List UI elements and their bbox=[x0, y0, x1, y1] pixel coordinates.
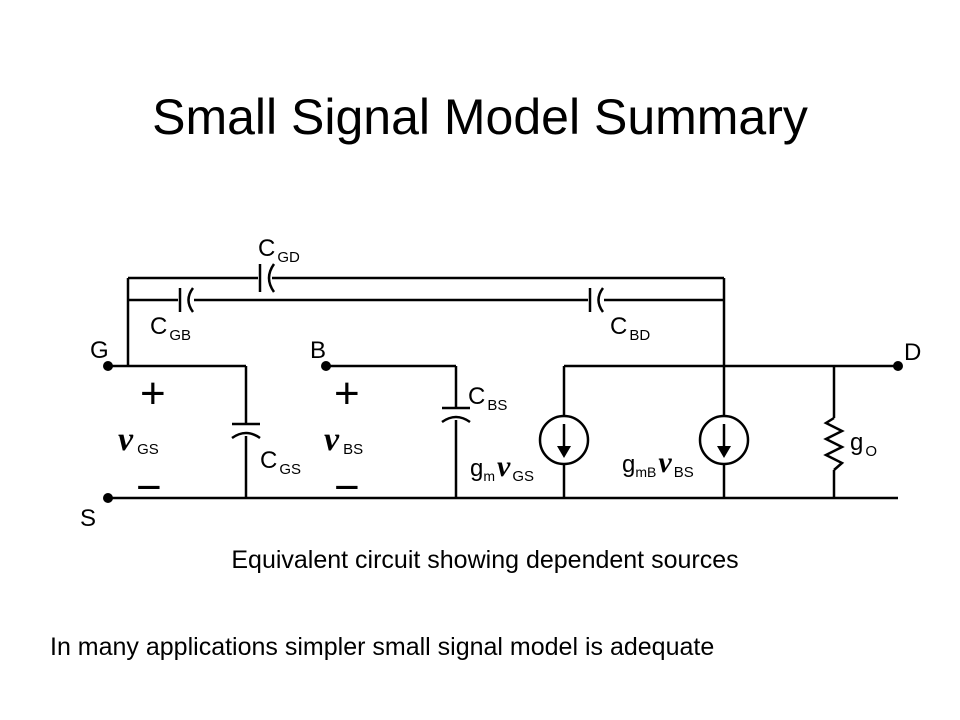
diagram-caption: Equivalent circuit showing dependent sou… bbox=[231, 546, 739, 574]
source-node-dot bbox=[103, 493, 113, 503]
bulk-node-dot bbox=[321, 361, 331, 371]
vgs-minus-sign: − bbox=[136, 463, 162, 512]
go-resistor-icon bbox=[823, 416, 845, 471]
gate-node-dot bbox=[103, 361, 113, 371]
slide-note: In many applications simpler small signa… bbox=[50, 633, 715, 661]
gate-node-label: G bbox=[90, 337, 109, 364]
drain-node-dot bbox=[893, 361, 903, 371]
gmb-current-source-icon bbox=[698, 414, 750, 466]
cgs-capacitor bbox=[231, 422, 261, 440]
drain-node-label: D bbox=[904, 339, 921, 366]
cgd-capacitor bbox=[258, 263, 276, 293]
bulk-node-label: B bbox=[310, 337, 326, 364]
vbs-plus-sign: + bbox=[334, 369, 360, 418]
gm-current-source-icon bbox=[538, 414, 590, 466]
vgs-plus-sign: + bbox=[140, 369, 166, 418]
vbs-minus-sign: − bbox=[334, 463, 360, 512]
cgb-capacitor bbox=[178, 287, 195, 313]
source-node-label: S bbox=[80, 505, 96, 532]
cbs-capacitor bbox=[441, 406, 471, 424]
slide-title: Small Signal Model Summary bbox=[152, 89, 808, 145]
cbd-capacitor bbox=[588, 287, 605, 313]
